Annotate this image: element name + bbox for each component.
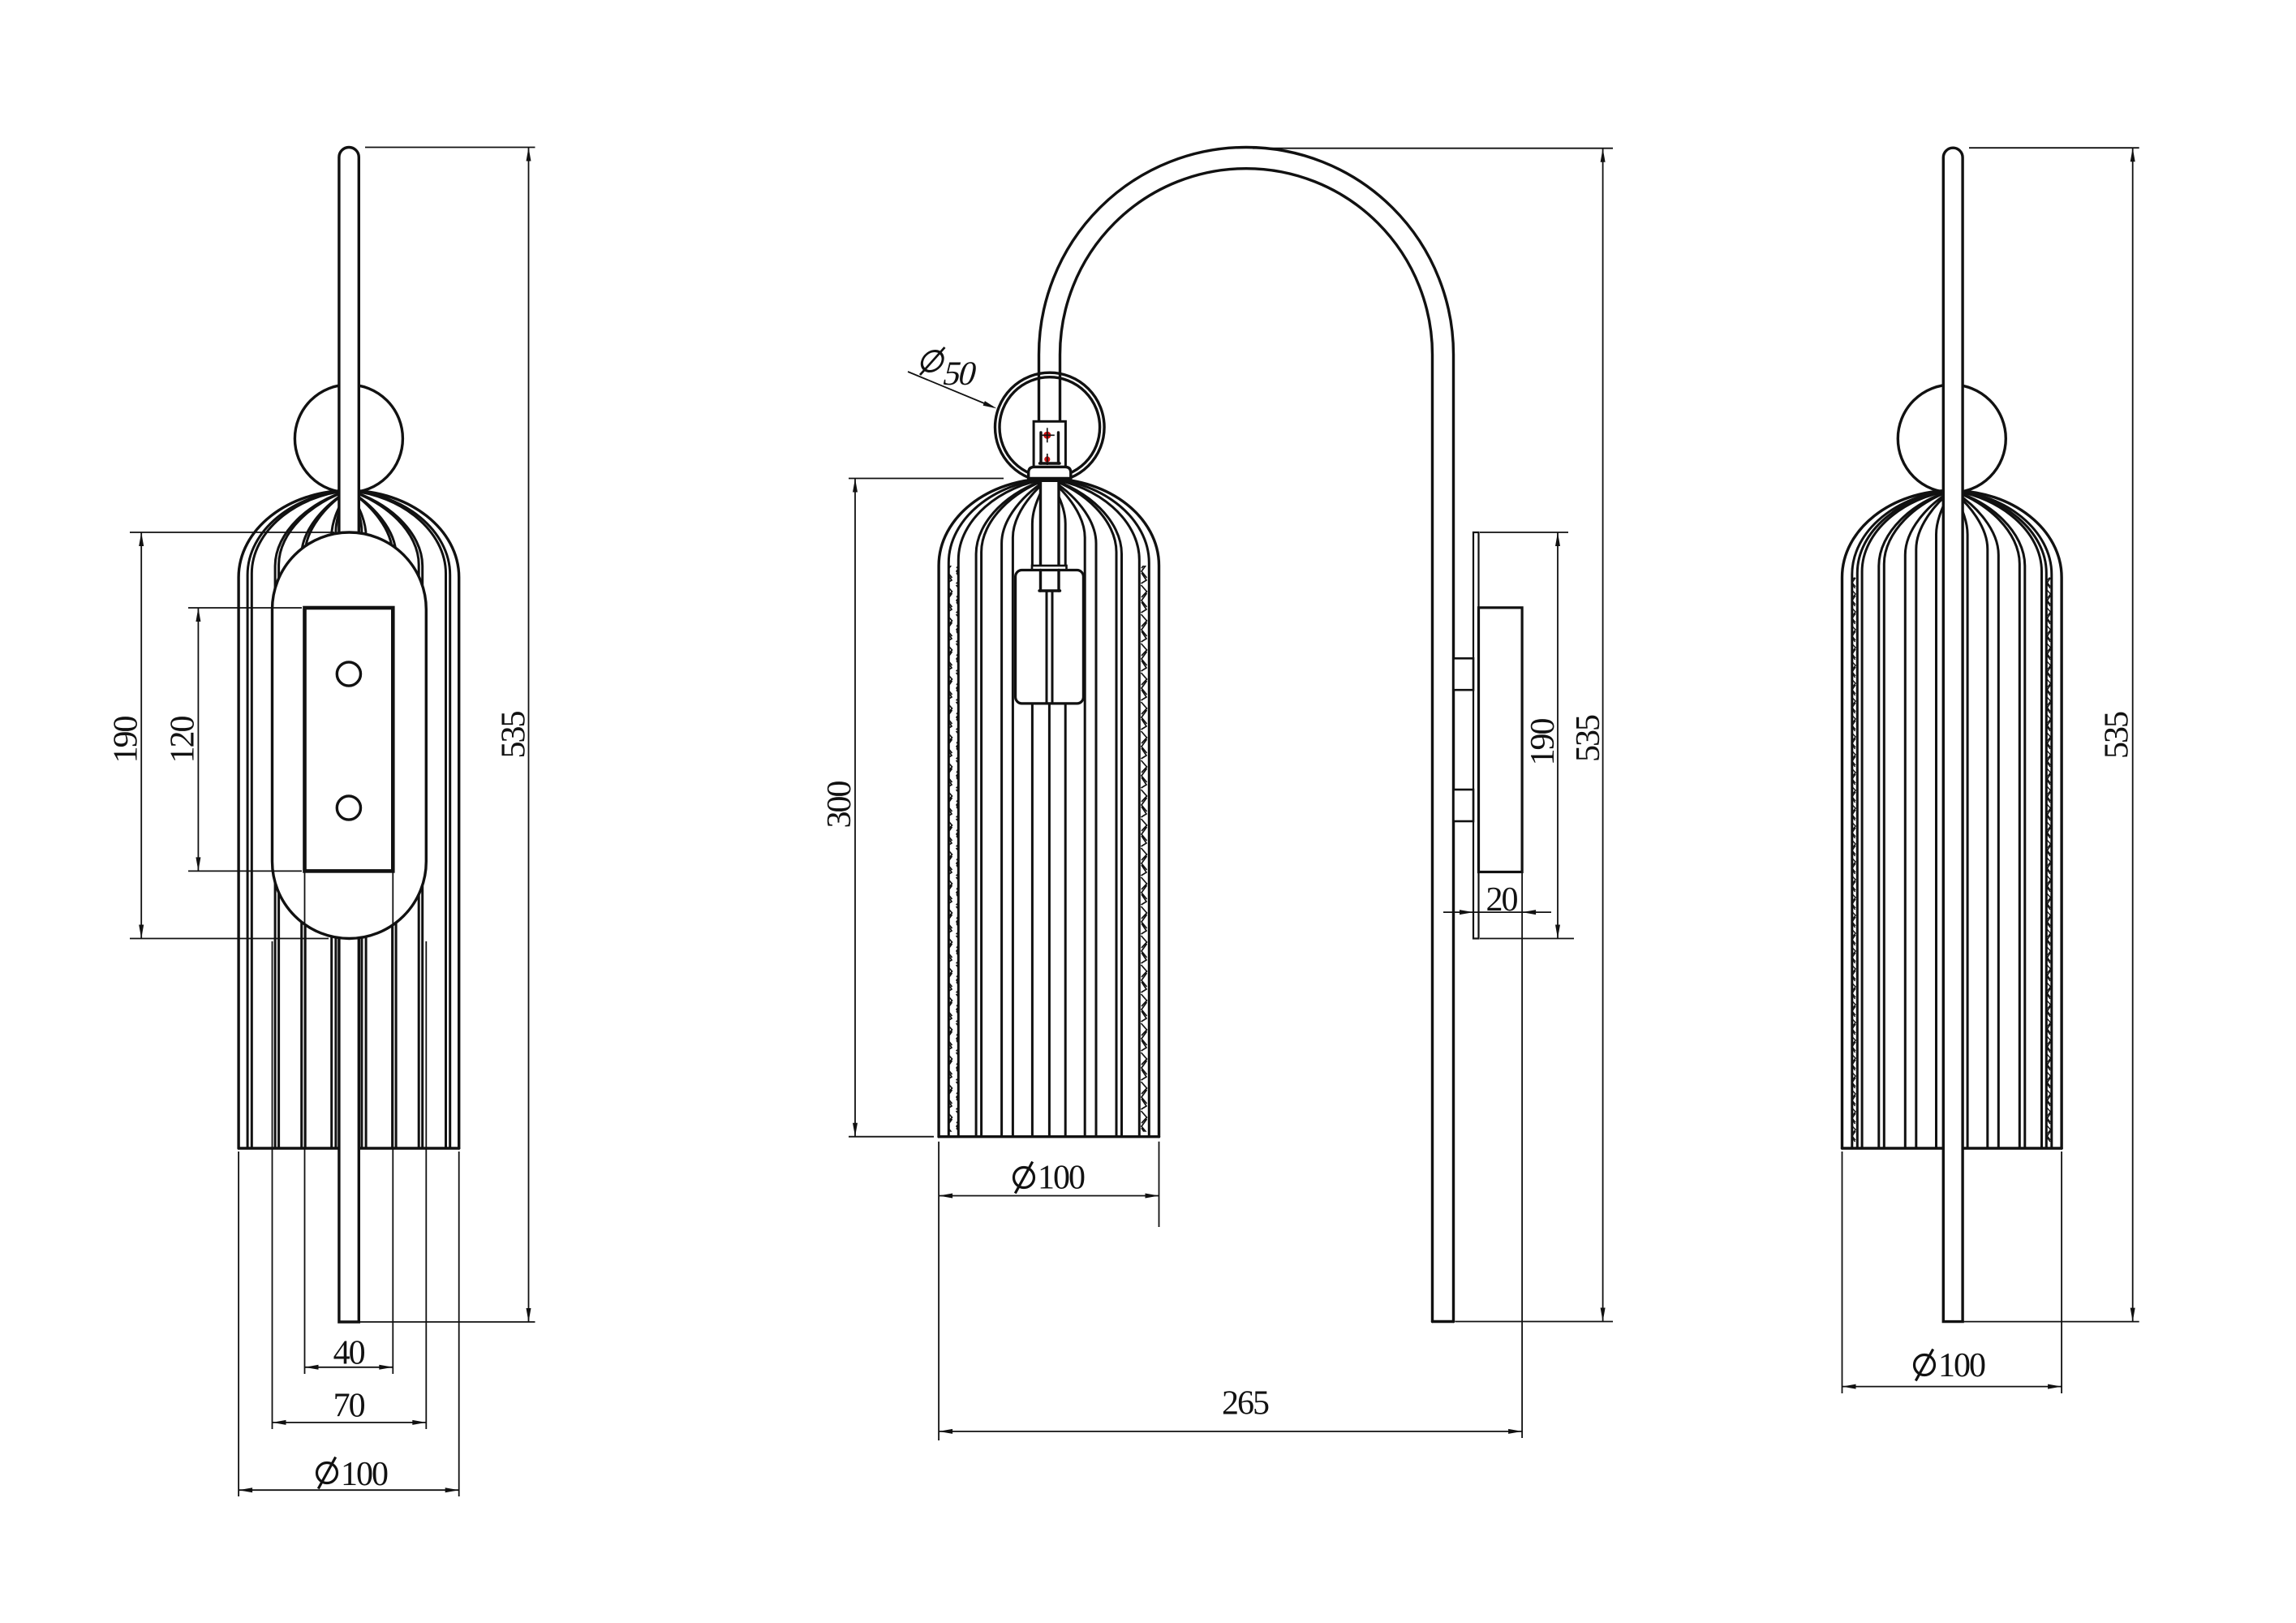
svg-text:100: 100: [1038, 1160, 1085, 1197]
svg-text:70: 70: [333, 1388, 365, 1425]
svg-text:300: 300: [821, 781, 858, 829]
svg-text:40: 40: [333, 1334, 365, 1371]
svg-text:265: 265: [1222, 1384, 1269, 1422]
svg-text:190: 190: [1524, 719, 1562, 766]
svg-text:100: 100: [341, 1456, 388, 1493]
svg-text:190: 190: [108, 717, 145, 764]
svg-text:20: 20: [1486, 881, 1518, 919]
svg-text:535: 535: [496, 712, 533, 759]
svg-text:100: 100: [1938, 1347, 1985, 1384]
svg-text:120: 120: [165, 717, 202, 764]
svg-text:535: 535: [2099, 712, 2136, 759]
svg-text:535: 535: [1570, 715, 1607, 762]
